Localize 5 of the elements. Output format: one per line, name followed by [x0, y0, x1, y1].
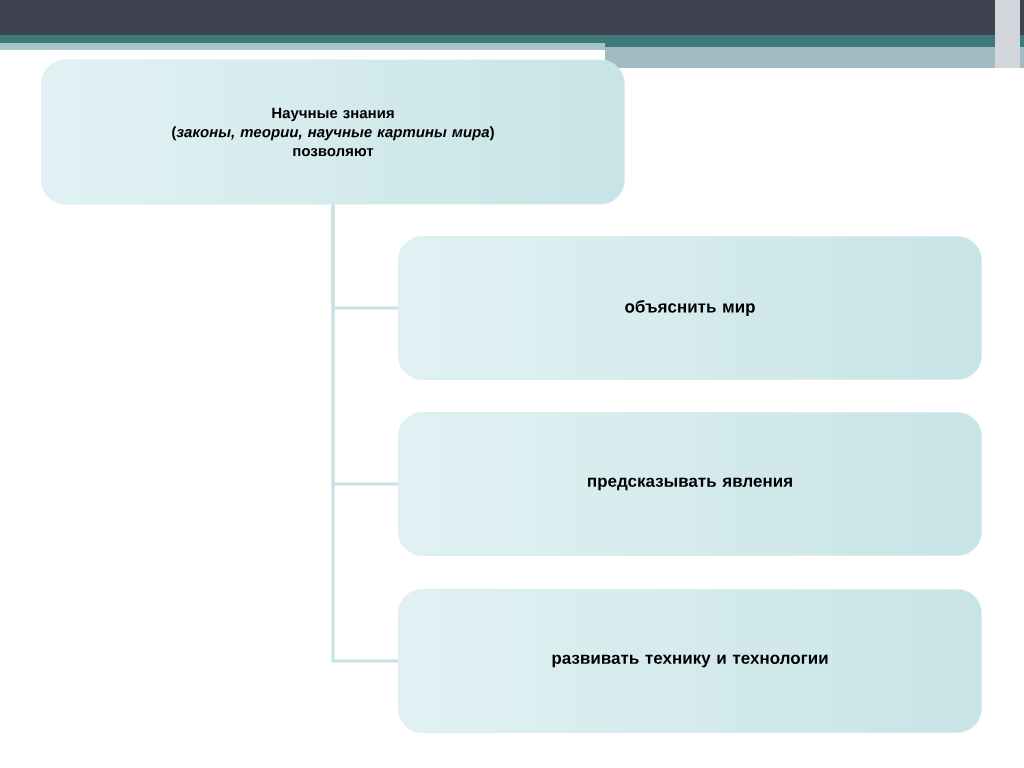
- connector-line: [331, 204, 399, 663]
- outcome-box: предсказывать явления: [398, 412, 982, 556]
- outcome-box: развивать технику и технологии: [398, 589, 982, 733]
- heading-box: Научные знания (законы, теории, научные картины мира) позволяют: [41, 59, 625, 205]
- outcome-box: объяснить мир: [398, 236, 982, 380]
